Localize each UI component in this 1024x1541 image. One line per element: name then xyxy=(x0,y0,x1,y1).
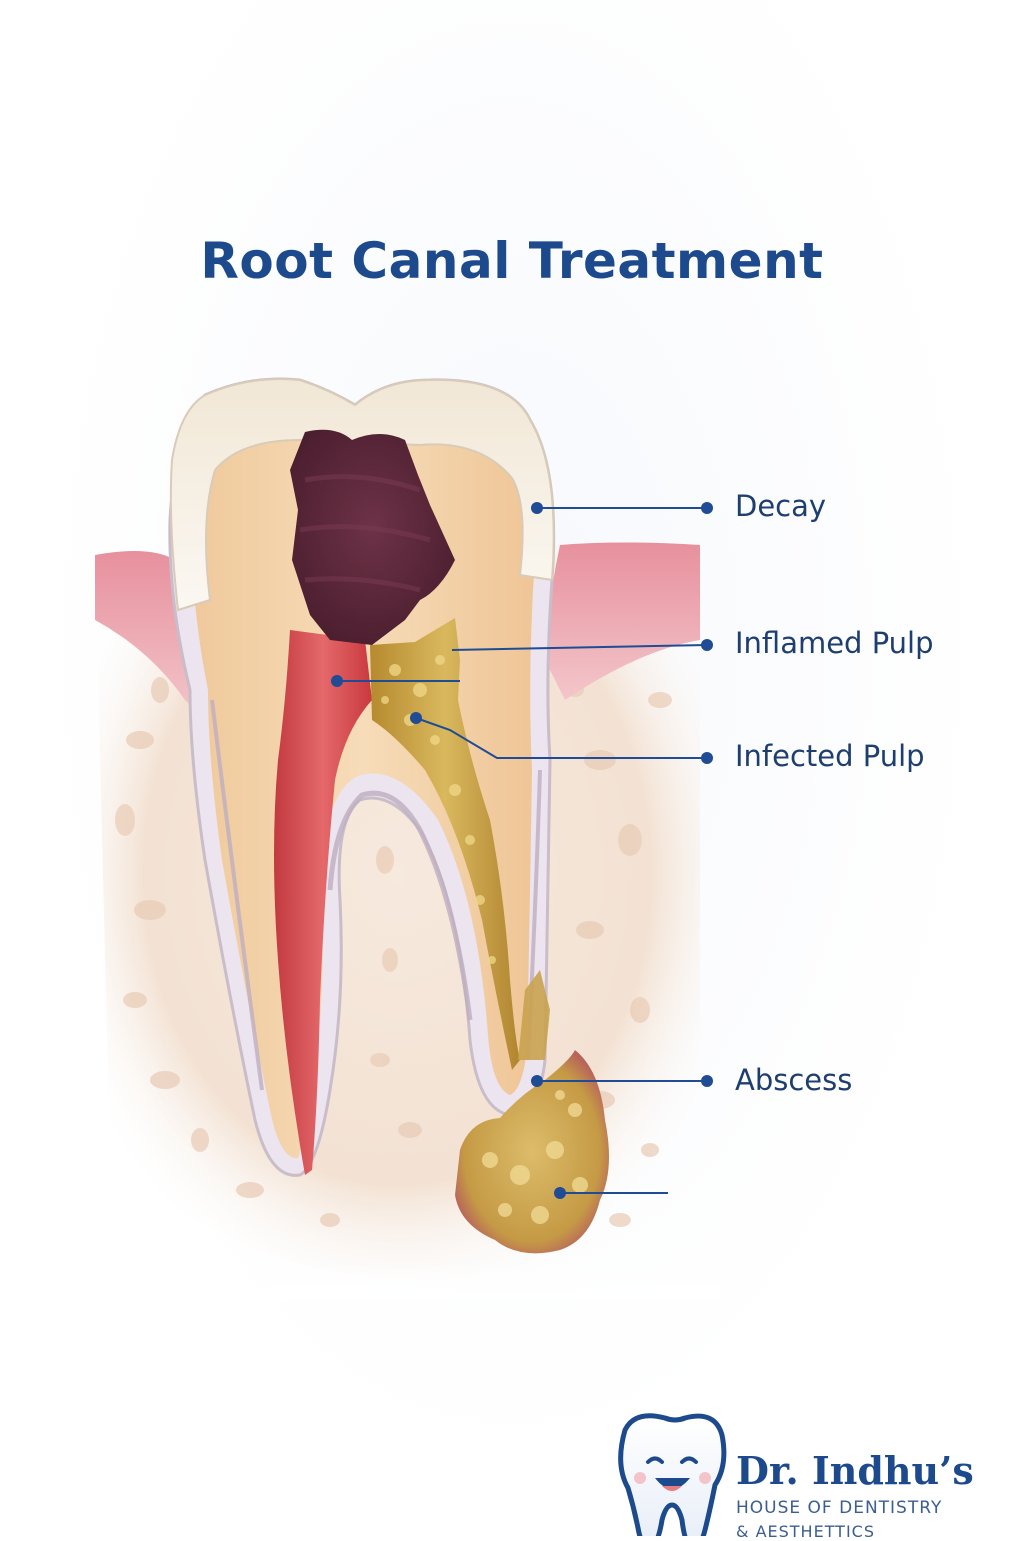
infected-pulp xyxy=(370,618,520,1070)
decay xyxy=(290,429,455,645)
pus-granules xyxy=(381,655,496,964)
abscess-granules xyxy=(482,1090,588,1224)
logo-tooth-icon xyxy=(618,1413,727,1536)
tooth xyxy=(168,377,556,1177)
leader-infected xyxy=(415,717,707,759)
abscess xyxy=(455,970,609,1254)
brand-tagline-2: & AESTHETTICS xyxy=(736,1522,875,1541)
label-decay: Decay xyxy=(735,489,827,523)
brand-name: Dr. Indhu’s xyxy=(736,1448,974,1493)
inflamed-pulp xyxy=(274,630,372,1175)
leader-lines xyxy=(337,507,708,1194)
leader-inflamed xyxy=(451,644,708,651)
label-infected-pulp: Infected Pulp xyxy=(735,739,925,773)
brand-tagline-1: HOUSE OF DENTISTRY xyxy=(736,1498,943,1518)
diagram-title: Root Canal Treatment xyxy=(200,232,824,290)
label-abscess: Abscess xyxy=(735,1063,853,1097)
leader-dots xyxy=(331,502,713,1199)
label-inflamed-pulp: Inflamed Pulp xyxy=(735,626,934,660)
